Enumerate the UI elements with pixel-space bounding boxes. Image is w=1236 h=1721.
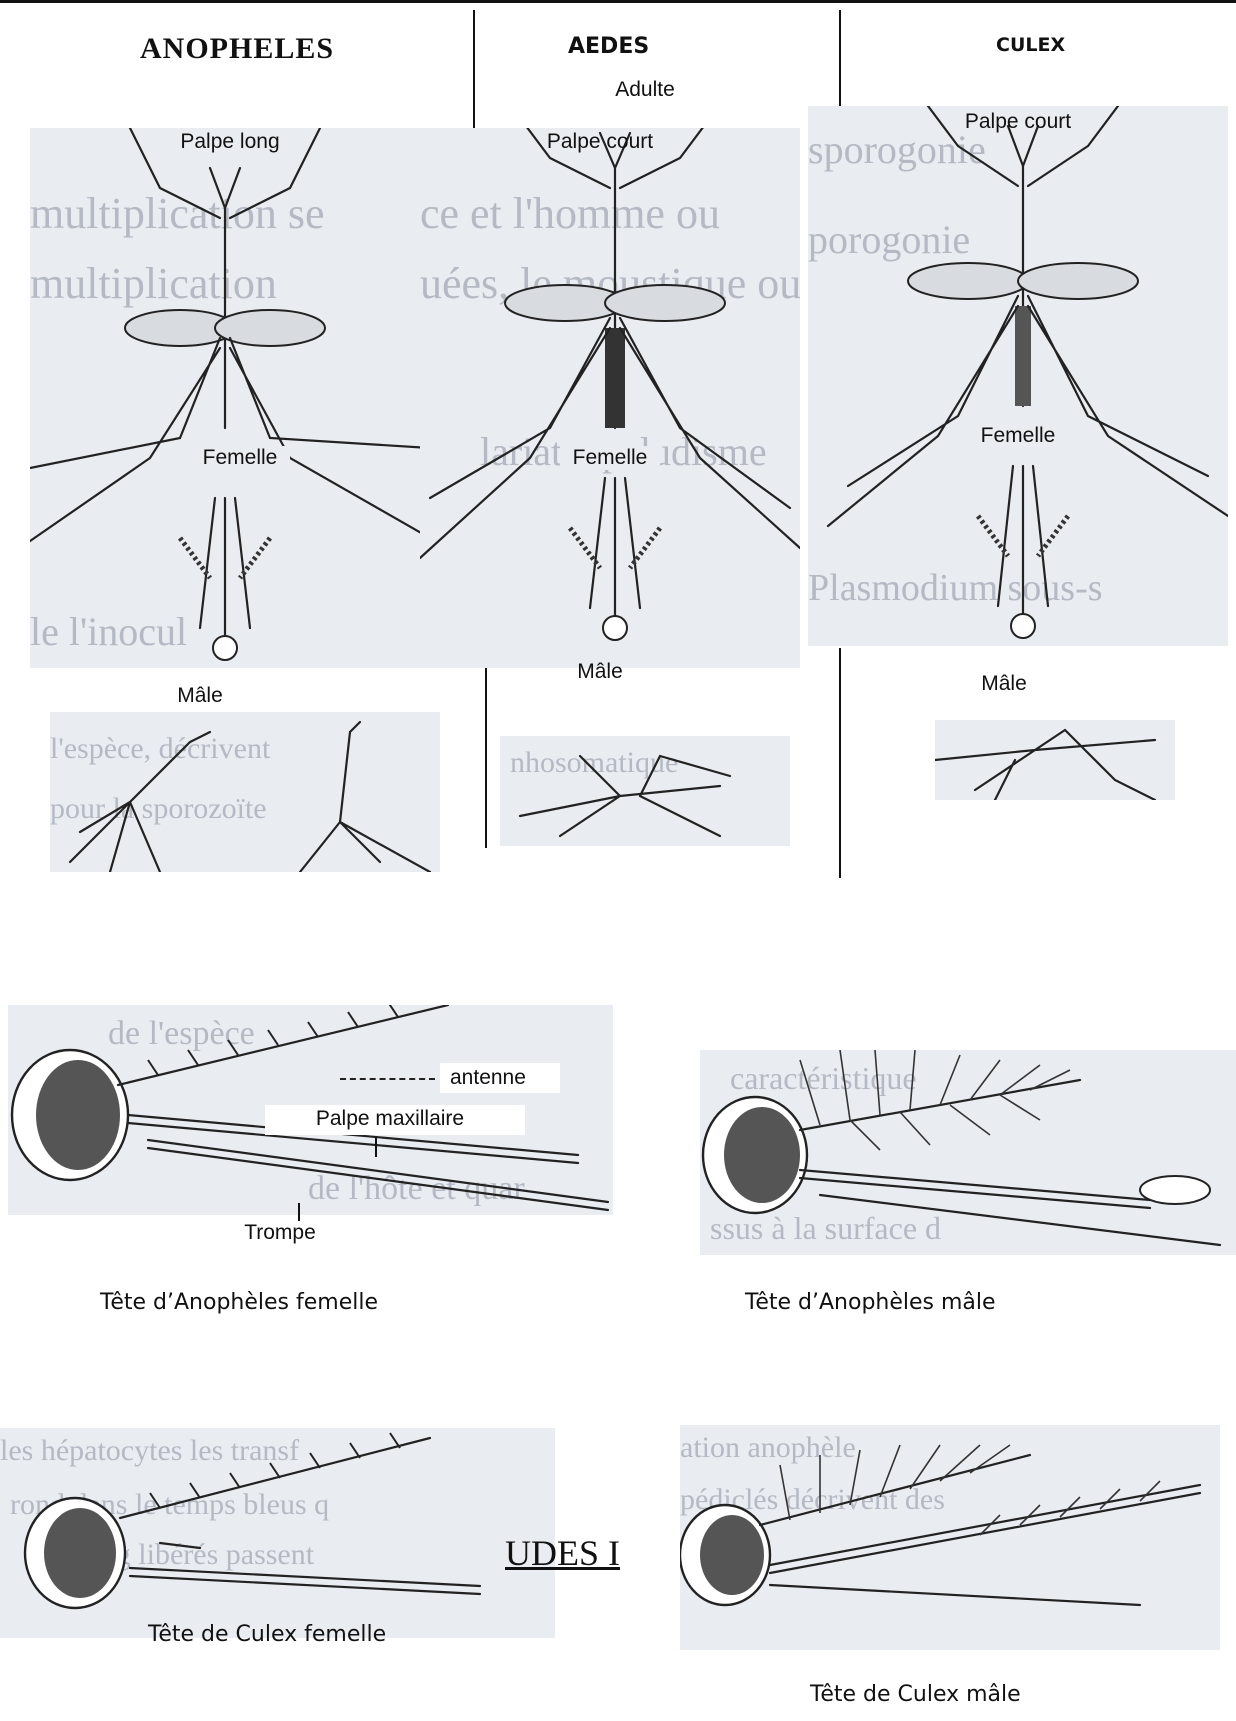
column-header-culex: CULEX bbox=[996, 34, 1065, 56]
column-header-aedes: AEDES bbox=[568, 34, 649, 54]
culex-adult-panel: sporogonie porogonie Plasmodium sous-s P… bbox=[808, 106, 1228, 646]
culex-female-drawing bbox=[808, 106, 1228, 646]
caption-anopheles-femelle: Tête d’Anophèles femelle bbox=[100, 1290, 378, 1315]
label-palpe-court-aedes: Palpe court bbox=[530, 130, 670, 154]
aedes-adult-panel: ce et l'homme ou uées, le moustique ou l… bbox=[420, 128, 800, 668]
anopheles-resting-drawing bbox=[50, 712, 440, 872]
aedes-resting-drawing bbox=[500, 736, 790, 846]
column-divider-2 bbox=[839, 10, 841, 106]
top-border bbox=[0, 0, 1236, 3]
label-male-anopheles: Mâle bbox=[140, 684, 260, 708]
overlap-heading-text: UDES I bbox=[505, 1532, 620, 1572]
caption-culex-male: Tête de Culex mâle bbox=[810, 1682, 1021, 1707]
anopheles-posture-panel: l'espèce, décrivent pour la sporozoïte bbox=[50, 712, 440, 872]
culex-posture-panel bbox=[935, 720, 1175, 800]
posture-divider-1 bbox=[485, 668, 487, 848]
antenne-leader-line bbox=[340, 1078, 435, 1080]
culex-resting-drawing bbox=[935, 720, 1175, 800]
anopheles-male-head-panel: caractéristique ssus à la surface d bbox=[700, 1050, 1236, 1255]
column-header-anopheles: ANOPHELES bbox=[140, 32, 334, 66]
culex-male-head-panel: ation anophèle pédiclés décrivent des bbox=[680, 1425, 1220, 1650]
label-male-aedes: Mâle bbox=[540, 660, 660, 684]
section-label-adulte: Adulte bbox=[600, 78, 690, 102]
aedes-female-drawing bbox=[420, 128, 800, 668]
caption-culex-femelle: Tête de Culex femelle bbox=[148, 1622, 386, 1647]
label-palpe-court-culex: Palpe court bbox=[948, 110, 1088, 134]
palpe-pointer bbox=[375, 1137, 377, 1157]
trompe-pointer bbox=[298, 1203, 300, 1221]
anopheles-male-head-drawing bbox=[700, 1050, 1236, 1255]
aedes-posture-panel: nhosomatique bbox=[500, 736, 790, 846]
culex-male-head-drawing bbox=[680, 1425, 1220, 1650]
label-palpe-long: Palpe long bbox=[170, 130, 290, 154]
label-palpe-maxillaire: Palpe maxillaire bbox=[270, 1107, 510, 1131]
label-trompe: Trompe bbox=[225, 1221, 335, 1245]
caption-anopheles-male: Tête d’Anophèles mâle bbox=[745, 1290, 996, 1315]
anopheles-adult-panel: multiplication se multiplication le l'in… bbox=[30, 128, 430, 668]
overlap-heading-fragment: UDES I bbox=[455, 1532, 685, 1572]
posture-divider-2 bbox=[839, 648, 841, 878]
label-male-culex: Mâle bbox=[944, 672, 1064, 696]
label-femelle-anopheles: Femelle bbox=[190, 446, 290, 470]
label-antenne: antenne bbox=[450, 1066, 560, 1090]
label-femelle-aedes: Femelle bbox=[560, 446, 660, 470]
label-femelle-culex: Femelle bbox=[968, 424, 1068, 448]
anopheles-female-drawing bbox=[30, 128, 430, 668]
column-divider-1 bbox=[473, 10, 475, 128]
